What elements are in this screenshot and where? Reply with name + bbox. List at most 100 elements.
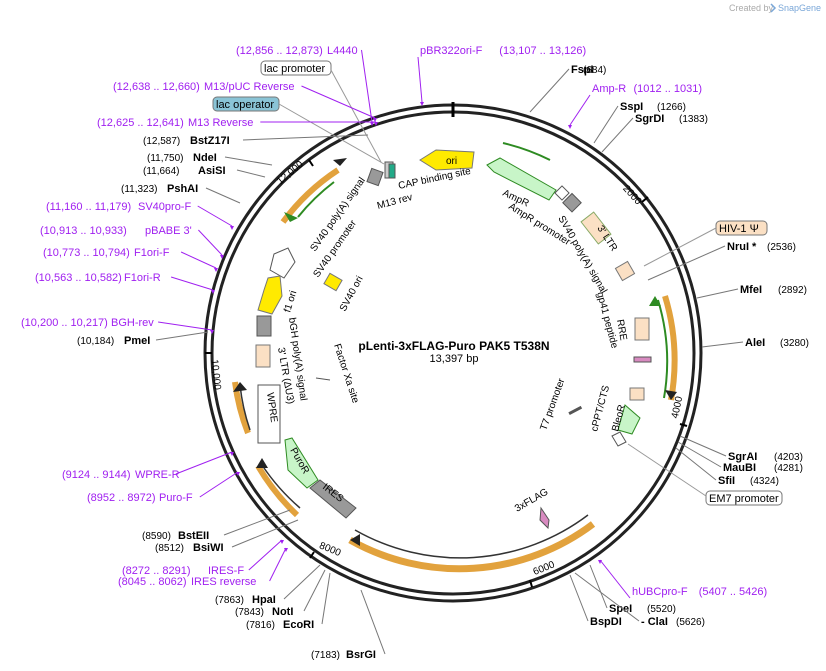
primer-name: M13/pUC Reverse: [204, 81, 294, 93]
flag-box: [539, 506, 550, 530]
enzyme-position: (5520): [647, 604, 676, 615]
feature-arcs-inner: [239, 142, 669, 559]
f1ori-label: f1 ori: [282, 289, 299, 313]
enzyme-site-ndei: (11,750) NdeI: [147, 152, 273, 166]
ori-arrow: [419, 149, 475, 171]
enzyme-position: (2536): [767, 242, 796, 253]
rre-label: RRE: [614, 319, 629, 342]
enzyme-name: HpaI: [252, 594, 276, 606]
primer-range: (11,160 .. 11,179): [46, 201, 131, 213]
primer-range: (10,563 .. 10,582): [35, 272, 122, 284]
enzyme-site-alei: AleI (3280): [701, 337, 809, 349]
primer-range: (10,200 .. 10,217): [21, 317, 108, 329]
amp-promoter-box: [554, 185, 570, 201]
primer-range: (12,625 .. 12,641): [97, 117, 184, 129]
primer-f1orir: F1ori-R(10,563 .. 10,582): [35, 272, 215, 294]
enzyme-site-bsiwi: (8512)BsiWI: [155, 519, 299, 554]
svg-text:lac promoter: lac promoter: [264, 63, 325, 75]
arc-hubc-promoter: [348, 521, 596, 573]
enzyme-site-noti: (7843)NotI: [235, 569, 326, 618]
bleor-arrow: [617, 404, 641, 435]
enzyme-position: (4324): [750, 476, 779, 487]
enzyme-name: BsiWI: [193, 542, 224, 554]
primer-name: M13 Reverse: [188, 117, 253, 129]
svg-text:lac operator: lac operator: [216, 99, 274, 111]
enzyme-site-fspi: FspI(684): [529, 64, 606, 113]
enzyme-position: (1266): [657, 102, 686, 113]
tick-label: 12,000: [275, 159, 306, 187]
factorxa-label: Factor Xa site: [331, 343, 361, 405]
primer-name: F1ori-F: [134, 247, 170, 259]
enzyme-name: NruI *: [727, 241, 757, 253]
wpre-box: [257, 384, 281, 444]
enzyme-name: NdeI: [193, 152, 217, 164]
primer-range: (10,773 .. 10,794): [43, 247, 130, 259]
enzyme-position: (7816): [246, 620, 275, 631]
ori-label: ori: [446, 156, 457, 167]
plasmid-size: 13,397 bp: [430, 353, 479, 365]
enzyme-site-sgrdi: SgrDI(1383): [601, 113, 708, 153]
primer-wprer: WPRE-R (9124 .. 9144): [62, 451, 234, 481]
sv40ori-box: [323, 272, 343, 292]
enzyme-site-clai: - ClaI: [574, 572, 668, 628]
site-labels: FspI(684) SspI (1266)SgrDI(1383) NruI * (253…: [21, 45, 809, 661]
enzyme-site-sgrai: SgrAI(4203): [679, 435, 803, 463]
enzyme-name: FspI: [571, 64, 594, 76]
cppt-box: [629, 387, 645, 401]
enzyme-site-bstz17i: (12,587) BstZ17I: [143, 134, 369, 147]
primer-name: WPRE-R: [135, 469, 180, 481]
primer-range: (10,913 .. 10,933): [40, 225, 127, 237]
primer-name: F1ori-R: [124, 272, 161, 284]
enzyme-name: BstZ17I: [190, 135, 230, 147]
t7-label: T7 promoter: [538, 376, 567, 432]
primer-range: (9124 .. 9144): [62, 469, 131, 481]
f1ori-arrow: [257, 275, 283, 315]
hiv-callout: HIV-1 Ψ: [643, 220, 768, 267]
factorxa-marker: [315, 377, 331, 381]
enzyme-position: (7863): [215, 595, 244, 606]
enzyme-site-bsteii: (8590)BstEII: [142, 509, 291, 542]
enzyme-name: EcoRI: [283, 619, 314, 631]
primer-name: pBABE 3': [145, 225, 192, 237]
snapgene-logo-icon: [770, 3, 777, 13]
flag-label: 3xFLAG: [513, 487, 550, 515]
enzyme-position: (4281): [774, 463, 803, 474]
primer-hubcprof: hUBCpro-F(5407 .. 5426): [598, 559, 767, 599]
tick-label: 10,000: [208, 359, 222, 391]
primer-name: Puro-F: [159, 492, 193, 504]
enzyme-site-bspdi: BspDI(5626): [569, 574, 705, 628]
lac-box-2: [388, 163, 396, 179]
enzyme-site-mfei: MfeI(2892): [696, 284, 807, 299]
primer-bghrev: BGH-rev(10,200 .. 10,217): [21, 317, 214, 334]
primer-m13reverse: M13 Reverse (12,625 .. 12,641): [97, 117, 378, 129]
enzyme-position: (12,587): [143, 136, 180, 147]
m13rev-box: [366, 167, 384, 187]
enzyme-name: BstEII: [178, 530, 209, 542]
primer-range: (8952 .. 8972): [87, 492, 156, 504]
enzyme-name: SspI: [620, 101, 643, 113]
primer-f1orif: F1ori-F (10,773 .. 10,794): [43, 247, 218, 272]
enzyme-name: BspDI: [590, 616, 622, 628]
ltr3-du3-box: [255, 344, 271, 368]
plasmid-name: pLenti-3xFLAG-Puro PAK5 T538N: [358, 339, 549, 353]
primer-m13pucreverse: M13/pUC Reverse(12,638 .. 12,660): [113, 81, 377, 122]
arc-feature-top-left: [280, 167, 340, 224]
enzyme-name: AleI: [745, 337, 765, 349]
enzyme-name: PmeI: [124, 335, 150, 347]
enzyme-position: (3280): [780, 338, 809, 349]
svg-text:EM7 promoter: EM7 promoter: [709, 493, 779, 505]
primer-range: (12,856 .. 12,873): [236, 45, 323, 57]
primer-pbr322orif: pBR322ori-F(13,107 .. 13,126): [417, 45, 586, 106]
cppt-label: cPPT/CTS: [589, 384, 612, 433]
enzyme-position: (7183): [311, 650, 340, 661]
lac-promoter-callout: lac promoter: [260, 60, 382, 163]
tick-label: 4000: [670, 395, 685, 419]
snapgene-brand: SnapGene: [778, 3, 821, 13]
primer-l4440: L4440(12,856 .. 12,873): [236, 45, 374, 126]
primer-name: hUBCpro-F: [632, 586, 688, 598]
enzyme-name: PshAI: [167, 183, 198, 195]
enzyme-position: (11,750): [147, 153, 184, 164]
enzyme-site-sfii: SfiI (4324): [675, 447, 779, 487]
enzyme-name: SfiI: [718, 475, 735, 487]
